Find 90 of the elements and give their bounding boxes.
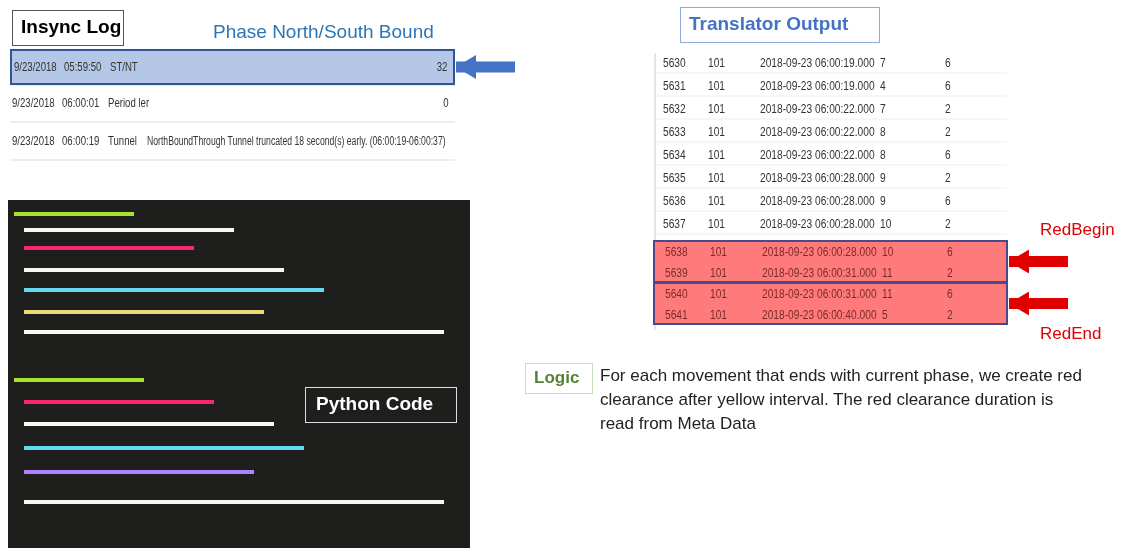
heading: Phase North/South Bound bbox=[213, 21, 434, 43]
table-cell: 2018-09-23 06:00:28.000 bbox=[760, 171, 875, 185]
table-cell: 6 bbox=[945, 148, 951, 162]
table-cell: 06:00:01 bbox=[62, 96, 100, 110]
table-cell: 2018-09-23 06:00:28.000 bbox=[760, 217, 875, 231]
table-cell: 5639 bbox=[665, 266, 688, 280]
table-cell: 101 bbox=[708, 125, 726, 139]
description: For each movement that ends with current phase, we create red clearance after yellow interval. The red clearance duration is read from Meta Data bbox=[600, 365, 1083, 435]
table-cell: 6 bbox=[947, 245, 953, 259]
table-cell: ST/NT bbox=[110, 60, 138, 74]
table-cell: 2 bbox=[945, 171, 951, 185]
arrow bbox=[1009, 249, 1068, 274]
table-cell: 2018-09-23 06:00:22.000 bbox=[760, 102, 875, 116]
box-title: Insync Log bbox=[21, 16, 122, 37]
table-cell: 101 bbox=[708, 194, 726, 208]
table-cell: 5634 bbox=[663, 148, 686, 162]
table-cell: 2018-09-23 06:00:22.000 bbox=[760, 148, 875, 162]
table-cell: 6 bbox=[947, 287, 953, 301]
table-cell: 6 bbox=[945, 56, 951, 70]
table-cell: 2018-09-23 06:00:19.000 bbox=[760, 79, 875, 93]
table-cell: 9/23/2018 bbox=[14, 60, 57, 74]
table-cell: 2 bbox=[947, 308, 953, 322]
table-cell: 101 bbox=[708, 217, 726, 231]
box-title: Logic bbox=[534, 368, 580, 387]
table-cell: 5640 bbox=[665, 287, 688, 301]
title-box bbox=[525, 363, 593, 394]
table-cell: 2 bbox=[945, 217, 951, 231]
table-cell: NorthBoundThrough Tunnel truncated 18 second(s) early. (06:00:19-06:00:37) bbox=[147, 134, 446, 148]
table-cell: 101 bbox=[710, 308, 728, 322]
title-box bbox=[680, 7, 880, 43]
table-cell: 101 bbox=[710, 266, 728, 280]
arrow bbox=[1009, 291, 1068, 316]
table-cell: 101 bbox=[708, 102, 726, 116]
highlighted-rows bbox=[653, 282, 1008, 325]
title-box bbox=[12, 10, 124, 46]
table-cell: 101 bbox=[708, 148, 726, 162]
table-cell: 5635 bbox=[663, 171, 686, 185]
table-cell: 101 bbox=[708, 79, 726, 93]
table-cell: 2018-09-23 06:00:31.000 bbox=[762, 287, 877, 301]
table-cell: 6 bbox=[945, 79, 951, 93]
table-cell: 2 bbox=[945, 125, 951, 139]
table-cell: Period ler bbox=[108, 96, 150, 110]
arrow bbox=[456, 55, 515, 79]
table-cell: 2018-09-23 06:00:31.000 bbox=[762, 266, 877, 280]
caption-box bbox=[305, 387, 457, 423]
table-cell: 5641 bbox=[665, 308, 688, 322]
table-cell: 06:00:19 bbox=[62, 134, 100, 148]
table-cell: 2018-09-23 06:00:28.000 bbox=[762, 245, 877, 259]
table-cell: 05:59:50 bbox=[64, 60, 102, 74]
table-cell: 10 bbox=[880, 217, 892, 231]
table-cell: 2018-09-23 06:00:22.000 bbox=[760, 125, 875, 139]
table-cell: 5638 bbox=[665, 245, 688, 259]
table-cell: 5637 bbox=[663, 217, 686, 231]
table-cell: 5632 bbox=[663, 102, 686, 116]
table-cell: 8 bbox=[880, 148, 886, 162]
table-cell: 9 bbox=[880, 194, 886, 208]
table-cell: 4 bbox=[880, 79, 886, 93]
table-cell: 5631 bbox=[663, 79, 686, 93]
table-cell: 0 bbox=[443, 96, 449, 110]
table-cell: 101 bbox=[710, 287, 728, 301]
annotation: RedBegin bbox=[1040, 220, 1115, 240]
table-cell: 2 bbox=[947, 266, 953, 280]
table-cell: 8 bbox=[880, 125, 886, 139]
table-cell: 11 bbox=[882, 266, 893, 280]
table-cell: 101 bbox=[708, 171, 726, 185]
annotation: RedEnd bbox=[1040, 324, 1102, 344]
table-cell: 5630 bbox=[663, 56, 686, 70]
table-cell: 101 bbox=[708, 56, 726, 70]
table-cell: 10 bbox=[882, 245, 894, 259]
table-cell: 5636 bbox=[663, 194, 686, 208]
table-cell: 5 bbox=[882, 308, 888, 322]
table-cell: 9/23/2018 bbox=[12, 134, 55, 148]
box-title: Translator Output bbox=[689, 13, 849, 34]
table-cell: 5633 bbox=[663, 125, 686, 139]
table-cell: 9/23/2018 bbox=[12, 96, 55, 110]
table-cell: 2 bbox=[945, 102, 951, 116]
table-cell: 32 bbox=[436, 60, 447, 74]
table-cell: Tunnel bbox=[108, 134, 137, 148]
table-cell: 6 bbox=[945, 194, 951, 208]
table-cell: 2018-09-23 06:00:19.000 bbox=[760, 56, 875, 70]
table-cell: 7 bbox=[880, 56, 886, 70]
highlighted-rows bbox=[653, 240, 1008, 283]
box-title: Python Code bbox=[316, 393, 434, 414]
table-cell: 9 bbox=[880, 171, 886, 185]
table-cell: 7 bbox=[880, 102, 886, 116]
table-cell: 101 bbox=[710, 245, 728, 259]
table-cell: 11 bbox=[882, 287, 893, 301]
table-cell: 2018-09-23 06:00:40.000 bbox=[762, 308, 877, 322]
table-cell: 2018-09-23 06:00:28.000 bbox=[760, 194, 875, 208]
highlighted-row bbox=[10, 49, 455, 85]
